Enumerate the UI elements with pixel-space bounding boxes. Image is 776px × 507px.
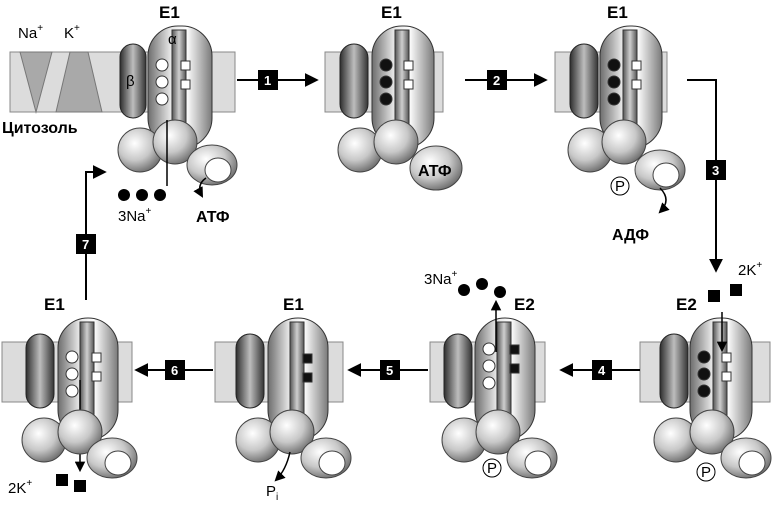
pump-state-1: β α E1 [117,3,238,186]
adp-label: АДФ [612,227,649,244]
atp-in: АТФ [193,177,230,226]
alpha-label: α [168,31,177,48]
step-5-label: 5 [386,363,393,378]
phos-label-3: P [615,178,625,195]
state-label-2: E1 [381,3,402,22]
step-1-label: 1 [264,73,271,88]
pi-label: Pi [266,483,278,502]
step-4: 4 [559,360,640,380]
step-7-label: 7 [82,237,89,252]
step-7: 7 [76,165,107,300]
concentration-gradients: Na+ K+ Цитозоль [2,23,136,137]
state-label-3: E1 [607,3,628,22]
na-gradient-triangle [19,51,53,114]
k-ions-out: 2K+ [708,260,762,302]
pump-state-6: Pi E1 [214,295,352,503]
pump-state-7: E1 [1,295,138,479]
k-ion-label: K+ [64,23,80,42]
state-label-7: E1 [44,295,65,314]
na-ion-label: Na+ [18,23,43,42]
na3-out-label: 3Na+ [424,269,458,288]
step-1: 1 [237,70,319,90]
state-label-6: E1 [283,295,304,314]
k2-out-label: 2K+ [738,260,762,279]
step-2-label: 2 [493,73,500,88]
step-5: 5 [347,360,428,380]
state-label-5: E2 [514,295,535,314]
cytosol-label: Цитозоль [2,120,78,137]
k-gradient-triangle [55,51,103,113]
na3-in-label: 3Na+ [118,206,152,225]
pump-state-4: P E2 [639,295,772,482]
pump-state-5: P E2 [429,295,558,479]
state-label-1: E1 [159,3,180,22]
step-3-label: 3 [712,163,719,178]
k2-in-label: 2K+ [8,478,32,497]
atp-bound-label: АТФ [418,163,452,180]
step-6-label: 6 [171,363,178,378]
beta-subunit [119,43,147,119]
pump-state-2: АТФ E1 [324,3,463,191]
beta-label: β [126,73,135,90]
step-3: 3 [687,79,726,273]
step-6: 6 [134,360,213,380]
phos-label-4: P [701,464,711,481]
state-label-4: E2 [676,295,697,314]
phos-label-5: P [487,460,497,477]
pump-state-3: P АДФ E1 [554,3,686,244]
step-2: 2 [465,70,548,90]
step-4-label: 4 [598,363,606,378]
atp-in-label: АТФ [196,209,230,226]
na-ions-in: 3Na+ [118,189,166,225]
na-ions-out: 3Na+ [424,269,506,298]
k-ions-in: 2K+ [8,474,86,497]
